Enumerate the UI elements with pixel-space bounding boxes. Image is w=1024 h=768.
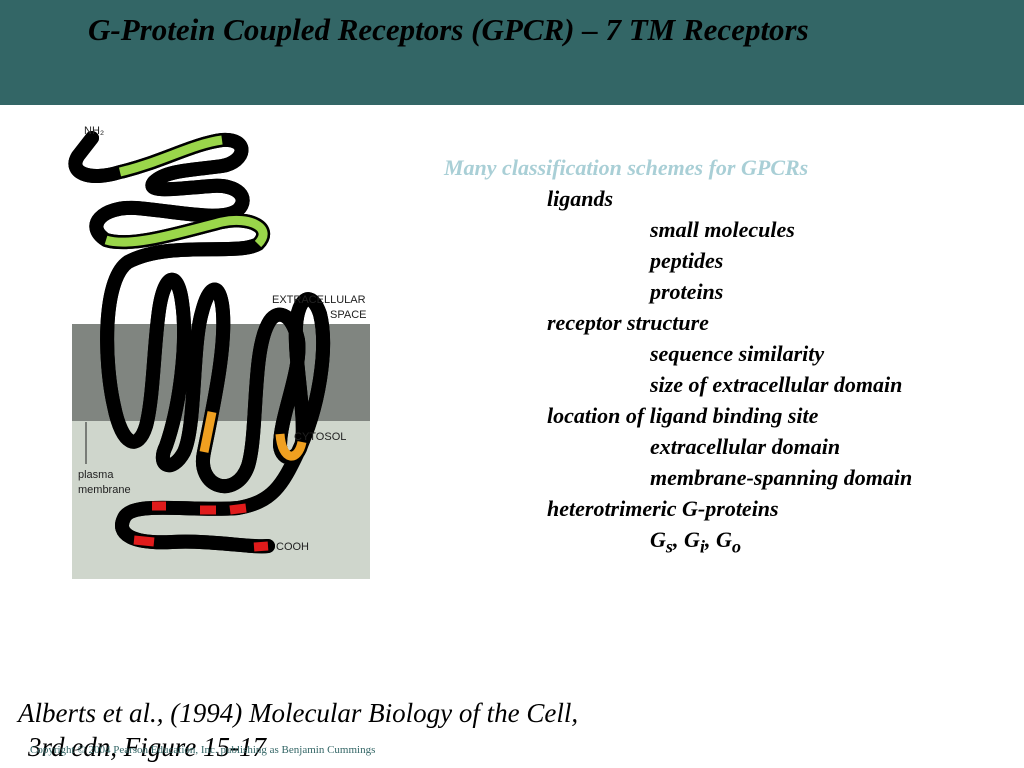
outline-item: heterotrimeric G-proteins (547, 496, 779, 521)
g-protein-go: Go (716, 527, 742, 557)
cytosol-region (72, 421, 370, 579)
outline-item: proteins (650, 279, 724, 304)
outline-item: ligands (547, 186, 614, 211)
extracellular-label: EXTRACELLULAR (272, 294, 366, 306)
outline-item: peptides (650, 248, 724, 273)
citation: Alberts et al., (1994) Molecular Biology… (18, 696, 578, 764)
slide-title: G-Protein Coupled Receptors (GPCR) – 7 T… (88, 12, 809, 47)
gpcr-diagram: NH₂ EXTRACELLULAR SPACE CYTOSOL plasma m… (62, 116, 382, 586)
citation-line-2: 3rd edn, Figure 15-17 (28, 732, 266, 762)
copyright-notice: Copyright © 2004 Pearson Education, Inc.… (30, 744, 376, 756)
outline-heading: Many classification schemes for GPCRs (444, 155, 809, 180)
outline-item: extracellular domain (650, 434, 841, 459)
g-protein-list: Gs, Gi, Go (650, 527, 742, 557)
binding-site-red-3 (229, 503, 247, 515)
title-bar (0, 0, 1024, 105)
extracellular-loop-highlight-2 (104, 216, 268, 248)
g-protein-gi: Gi (684, 527, 706, 557)
binding-site-orange-2 (275, 433, 307, 461)
g-protein-gs: Gs (650, 527, 674, 557)
chain-highlights (104, 135, 307, 552)
classification-outline: Many classification schemes for GPCRs li… (444, 152, 1004, 557)
binding-site-orange-1 (199, 411, 217, 453)
cooh-label: COOH (276, 541, 309, 553)
receptor-chain (75, 131, 323, 546)
outline-item: small molecules (650, 217, 795, 242)
outline-item: membrane-spanning domain (650, 465, 913, 490)
plasma-label: plasma (78, 469, 114, 481)
binding-site-red-4 (133, 535, 155, 547)
outline-item: location of ligand binding site (547, 403, 819, 428)
citation-line-1: Alberts et al., (1994) Molecular Biology… (18, 698, 579, 728)
extracellular-loop-highlight (118, 135, 223, 177)
outline-item: size of extracellular domain (650, 372, 903, 397)
membrane-label: membrane (78, 484, 131, 496)
outline-item: receptor structure (547, 310, 709, 335)
binding-site-red-5 (253, 541, 269, 552)
nh2-label: NH₂ (84, 125, 104, 137)
space-label: SPACE (330, 309, 366, 321)
cytosol-label: CYTOSOL (294, 431, 346, 443)
outline-item: sequence similarity (650, 341, 825, 366)
